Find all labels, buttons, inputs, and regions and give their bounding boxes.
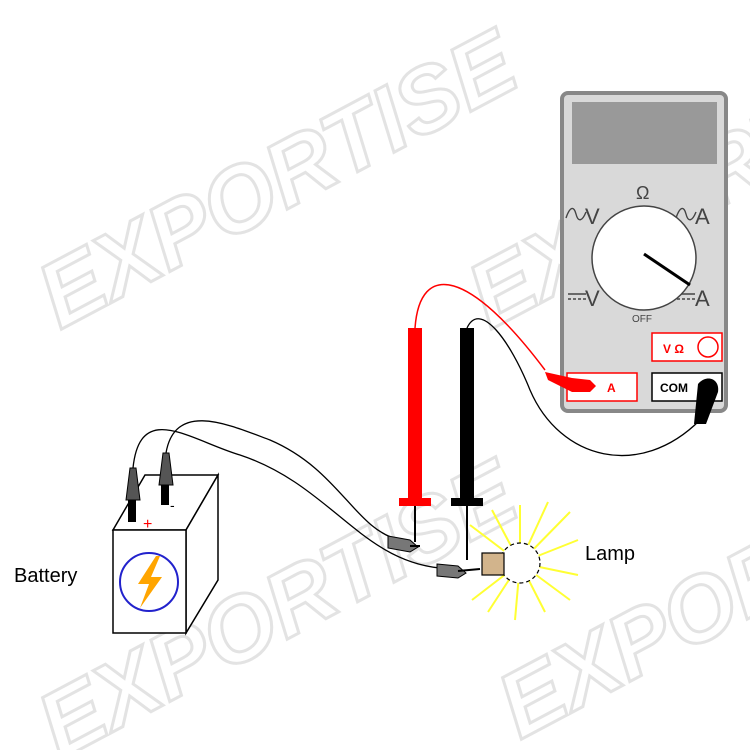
watermark-upper: EXPORTISE [22,10,536,348]
dial-label-ac-amps: A [695,204,710,229]
jack-v-ohm-socket [697,336,719,358]
lamp: Lamp [469,501,635,621]
dial-label-off: OFF [632,314,652,325]
watermark-lower: EXPORTISE [22,440,536,750]
battery-clip-positive [125,467,141,501]
ac-amps-wave-icon [675,207,697,221]
battery-clip-negative [158,452,174,486]
red-lead-wire [414,283,546,371]
multimeter: Ω V A V A OFF V Ω A COM [560,91,728,413]
selector-dial-pointer [643,252,691,287]
black-lead-wire [466,318,701,456]
selector-dial[interactable] [591,205,697,311]
alligator-clip-lamp [436,563,481,579]
wire-battery-negative-to-probe [165,420,401,541]
black-lead-plug [694,378,719,424]
dial-label-dc-volts: V [585,286,600,311]
jack-v-ohm-label: V Ω [663,342,684,356]
lightning-bolt-icon [138,556,162,608]
jack-a-label: A [607,381,616,395]
battery-label: Battery [14,565,77,587]
lamp-bulb [499,542,541,584]
dc-volts-symbol-icon [568,293,586,300]
ac-volts-wave-icon [565,207,587,221]
dial-label-ohm: Ω [636,183,649,203]
battery-terminal-positive [128,490,136,522]
dial-label-ac-volts: V [585,204,600,229]
lamp-label: Lamp [585,543,635,565]
black-probe [451,328,483,560]
jack-com-label: COM [660,381,688,395]
red-probe [399,328,431,542]
battery: + - Battery [14,452,220,636]
battery-plus-sign: + [143,516,152,533]
lamp-base [481,552,505,576]
multimeter-display [572,102,717,164]
wire-battery-positive-to-lamp [132,428,441,569]
alligator-clip-probe [387,535,420,553]
battery-minus-sign: - [170,497,175,513]
dial-label-dc-amps: A [695,286,710,311]
watermark-lower-right: EXPORTISE [482,420,750,750]
red-lead-plug [545,372,596,392]
battery-terminal-negative [161,475,169,505]
